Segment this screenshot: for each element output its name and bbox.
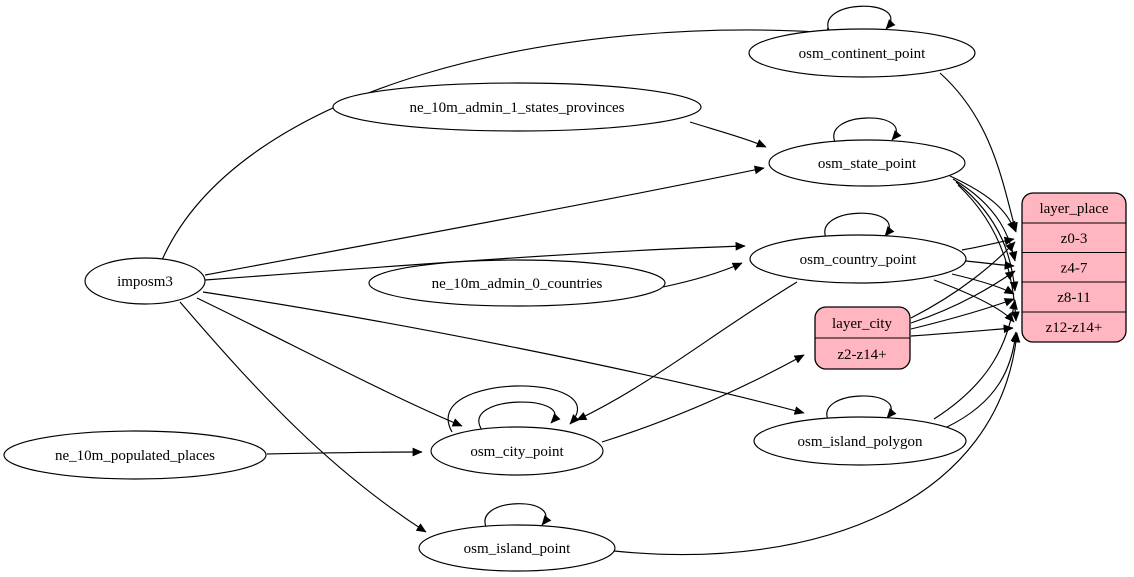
record-layer_place: layer_place z0-3 z4-7 z8-11 z12-z14+ (1021, 192, 1127, 343)
edge-osm_country_point-layer_place-z8-11 (951, 273, 1015, 295)
record-layer_place-row-z8-11: z8-11 (1057, 290, 1091, 306)
node-imposm3: imposm3 (84, 257, 206, 305)
edge-osm_state_point-layer_place-z0-3 (949, 175, 1016, 232)
edge-self-osm_state_point (833, 117, 902, 145)
edge-osm_city_point-layer_city (601, 354, 805, 443)
edge-osm_state_point-layer_place-z8-11 (955, 181, 1019, 292)
edge-osm_country_point-layer_place-z0-3 (961, 236, 1015, 251)
edge-layer_city-layer_place-z4-7 (910, 270, 1016, 324)
node-osm_island_point: osm_island_point (418, 524, 616, 572)
edge-osm_island_polygon-layer_place-z8-11 (933, 299, 1018, 420)
node-osm_island_point-shape (418, 524, 616, 572)
node-ne_10m_populated_places-shape (3, 430, 267, 480)
edge-ne_10m_admin_0_countries-osm_country_point (662, 262, 743, 288)
edge-layer_city-layer_place-z12-z14 (910, 324, 1014, 337)
node-osm_continent_point-label: osm_continent_point (799, 46, 926, 62)
node-osm_country_point: osm_country_point (749, 234, 967, 284)
node-osm_country_point-shape (749, 234, 967, 284)
edge-osm_island_point-layer_place-z12-z14 (613, 332, 1021, 556)
node-osm_island_point-label: osm_island_point (464, 541, 572, 557)
edge-ne_10m_populated_places-osm_city_point (266, 447, 423, 457)
edge-osm_state_point-layer_place-z4-7 (952, 178, 1018, 262)
edge-self-osm_island_polygon (826, 395, 897, 423)
edges (161, 5, 1021, 556)
record-layer_city-title: layer_city (832, 316, 892, 332)
record-layer_city-row-z2-z14: z2-z14+ (837, 347, 886, 363)
node-imposm3-shape (84, 257, 206, 305)
edge-self-osm_country_point (824, 212, 895, 241)
node-imposm3-label: imposm3 (117, 274, 173, 290)
node-ne_10m_admin_0_countries: ne_10m_admin_0_countries (368, 259, 666, 307)
node-osm_continent_point: osm_continent_point (748, 28, 976, 78)
edge-imposm3-osm_city_point (196, 297, 463, 427)
node-osm_state_point-shape (768, 139, 966, 187)
node-ne_10m_admin_1_states_provinces: ne_10m_admin_1_states_provinces (332, 82, 702, 132)
node-osm_state_point-label: osm_state_point (818, 156, 917, 172)
edge-imposm3-osm_country_point (204, 241, 746, 281)
node-osm_island_polygon-label: osm_island_polygon (797, 434, 923, 450)
record-layer_place-row-z12-z14: z12-z14+ (1046, 320, 1103, 336)
record-layer_city: layer_city z2-z14+ (814, 306, 911, 370)
edge-layer_city-layer_place-z0-3 (910, 241, 1016, 319)
edge-osm_country_point-layer_place-z12-z14 (933, 279, 1015, 323)
edge-ne_10m_admin_1_states_provinces-osm_state_point (689, 121, 767, 148)
node-osm_state_point: osm_state_point (768, 139, 966, 187)
edge-self-osm_city_point-inner (478, 401, 561, 431)
edge-osm_island_polygon-layer_place-z12-z14 (946, 331, 1020, 428)
node-ne_10m_populated_places-label: ne_10m_populated_places (55, 448, 215, 464)
edge-imposm3-osm_continent_point (161, 27, 837, 261)
node-ne_10m_admin_1_states_provinces-shape (332, 82, 702, 132)
node-osm_country_point-label: osm_country_point (800, 252, 917, 268)
node-osm_island_polygon: osm_island_polygon (753, 416, 967, 466)
record-layer_place-title: layer_place (1039, 201, 1108, 217)
edge-osm_country_point-osm_city_point (576, 281, 798, 421)
edge-layer_city-layer_place-z8-11 (910, 298, 1015, 330)
node-osm_island_polygon-shape (753, 416, 967, 466)
edge-imposm3-osm_island_point (179, 301, 427, 533)
record-layer_place-row-z4-7: z4-7 (1061, 261, 1088, 277)
record-layer_place-shape (1021, 192, 1127, 343)
edge-self-osm_island_point (484, 503, 552, 530)
node-osm_city_point-shape (430, 426, 604, 476)
edge-osm_continent_point-layer_place-z0-3 (939, 72, 1018, 233)
edge-imposm3-osm_island_polygon (202, 291, 805, 415)
node-ne_10m_admin_0_countries-shape (368, 259, 666, 307)
node-osm_city_point-label: osm_city_point (470, 444, 564, 460)
node-ne_10m_admin_0_countries-label: ne_10m_admin_0_countries (432, 276, 603, 292)
node-ne_10m_populated_places: ne_10m_populated_places (3, 430, 267, 480)
node-osm_city_point: osm_city_point (430, 426, 604, 476)
node-osm_continent_point-shape (748, 28, 976, 78)
edge-imposm3-osm_state_point (204, 165, 765, 276)
edge-self-osm_continent_point (827, 5, 896, 34)
edge-self-osm_city_point-outer (447, 385, 580, 433)
node-ne_10m_admin_1_states_provinces-label: ne_10m_admin_1_states_provinces (410, 100, 625, 116)
record-layer_place-row-z0-3: z0-3 (1061, 231, 1088, 247)
